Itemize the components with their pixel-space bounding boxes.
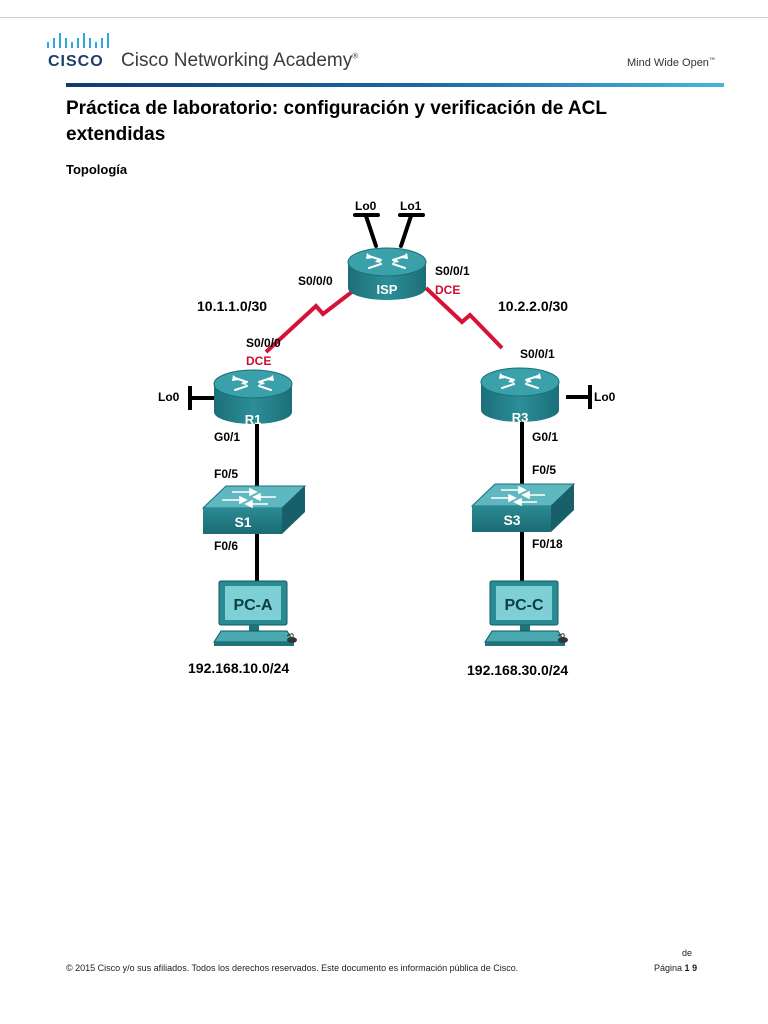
r3-label: R3 [512,410,529,425]
isp-router-icon: ISP [347,247,427,300]
page-title: Práctica de laboratorio: configuración y… [66,98,607,145]
r1-dce-label: DCE [246,354,271,368]
networking-academy-label: Cisco Networking Academy® [121,50,358,72]
pc-c-label: PC-C [504,597,544,614]
pc-a-label: PC-A [233,597,273,614]
network-left-label: 10.1.1.0/30 [197,298,267,314]
isp-dce-label: DCE [435,283,460,297]
s3-switch-icon: S3 [470,483,576,532]
r3-g01-label: G0/1 [532,430,558,444]
lan-a-label: 192.168.10.0/24 [188,660,289,676]
isp-s001-label: S0/0/1 [435,264,470,278]
r3-lo0-label: Lo0 [594,390,616,404]
top-rule [0,17,768,18]
network-right-label: 10.2.2.0/30 [498,298,568,314]
pc-a-icon: PC-A [213,580,297,646]
cisco-wordmark: CISCO [48,53,104,70]
serial-link-isp-r1 [264,286,359,354]
r3-loopback-link [566,385,592,409]
isp-label: ISP [377,282,398,297]
r3-s001-label: S0/0/1 [520,347,555,361]
lan-c-label: 192.168.30.0/24 [467,662,568,678]
r1-g01-label: G0/1 [214,430,240,444]
page-de-label: de [682,948,693,958]
r1-router-icon: R1 [213,369,293,427]
page-label: Página [654,963,683,973]
trademark-mark: ™ [708,57,715,64]
r1-label: R1 [245,412,262,427]
tagline-text: Mind Wide Open [627,57,709,69]
s3-label: S3 [503,512,520,528]
s1-f06-label: F0/6 [214,539,238,553]
isp-lo0-label: Lo0 [355,199,377,213]
cisco-logo-bars-icon [47,33,109,48]
serial-link-isp-r3 [424,286,504,350]
isp-s000-label: S0/0/0 [298,274,333,288]
page-current: 1 [684,963,690,973]
r1-lo0-label: Lo0 [158,390,180,404]
s1-f05-label: F0/5 [214,467,238,481]
ethernet-links [255,418,524,582]
s3-f05-label: F0/5 [532,463,556,477]
tagline: Mind Wide Open™ [627,57,715,69]
s1-switch-icon: S1 [201,485,307,534]
section-heading: Topología [66,162,128,177]
pc-c-icon: PC-C [484,580,568,646]
r1-s000-label: S0/0/0 [246,336,281,350]
page-number: Página 1 9 [654,963,697,973]
s1-label: S1 [234,514,251,530]
registered-mark: ® [352,51,359,61]
isp-loopback-links [353,213,425,248]
r1-loopback-link [188,386,214,410]
header-gradient-bar [66,83,724,87]
page-total: 9 [692,963,698,973]
isp-lo1-label: Lo1 [400,199,422,213]
copyright-footer: © 2015 Cisco y/o sus afiliados. Todos lo… [66,963,519,973]
academy-text: Cisco Networking Academy [121,50,353,71]
r3-router-icon: R3 [480,367,560,425]
s3-f018-label: F0/18 [532,537,563,551]
